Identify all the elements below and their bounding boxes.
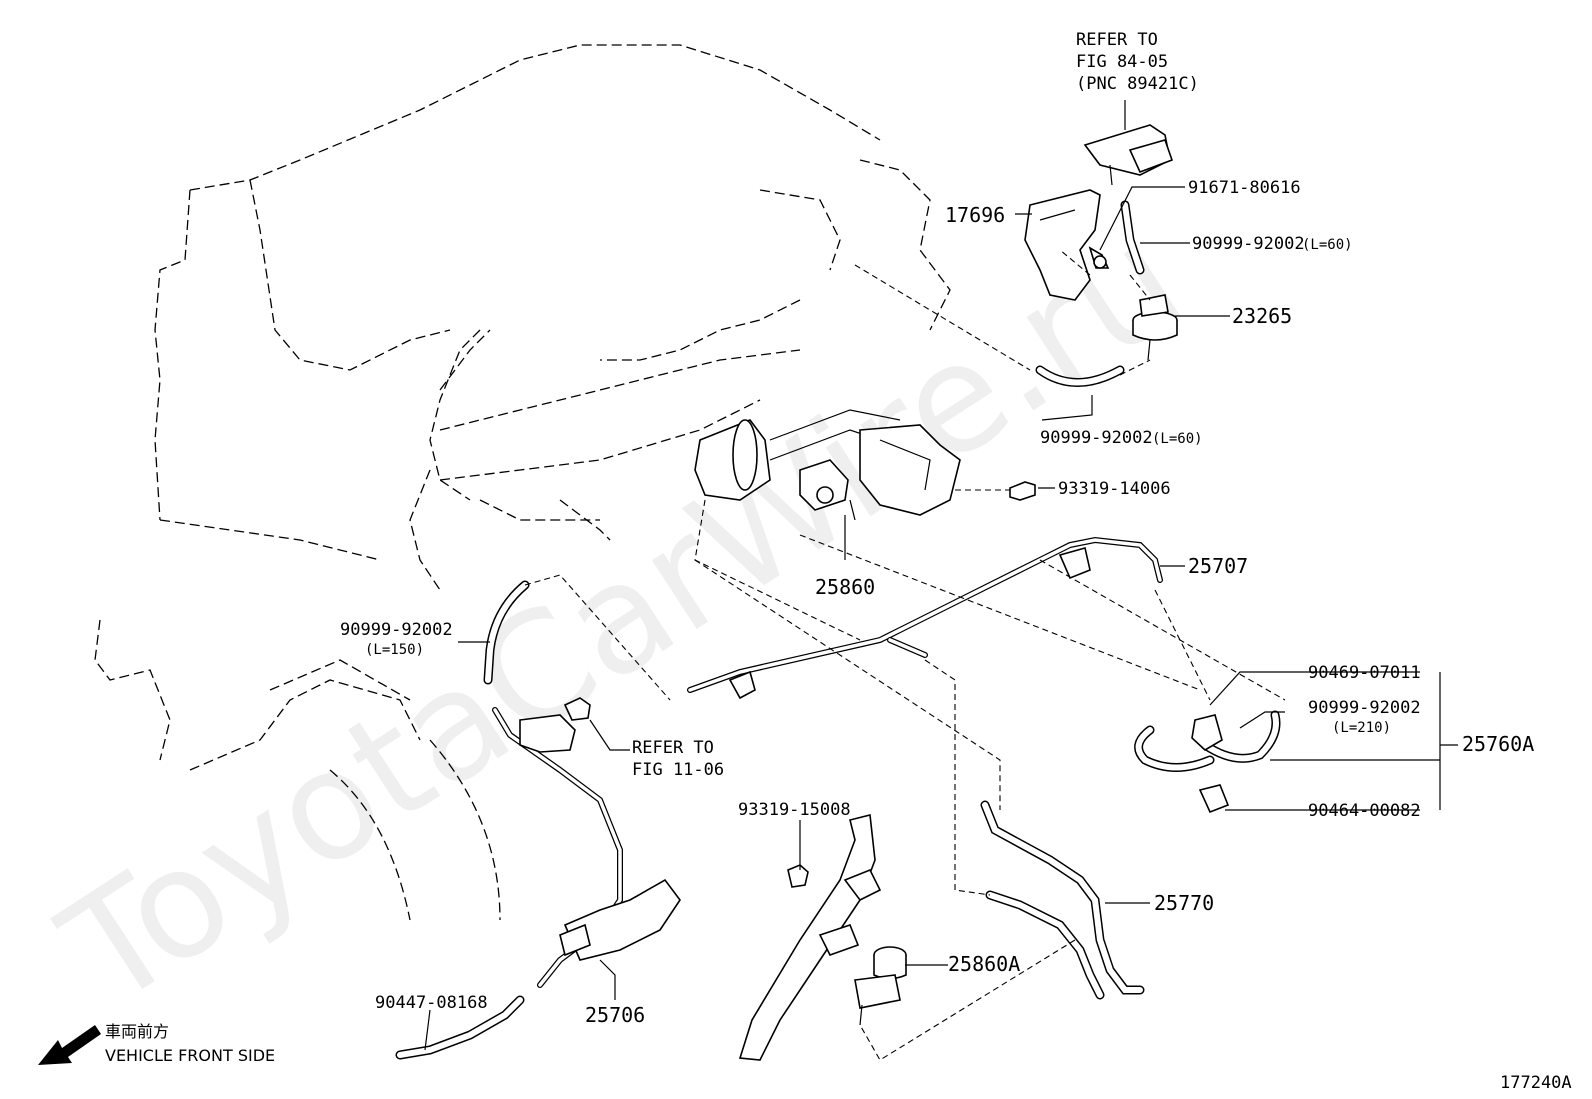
bolt-91671 xyxy=(1088,246,1110,269)
label-90999-left: 90999-92002 xyxy=(340,620,453,640)
label-90999-top-length: (L=60) xyxy=(1302,237,1353,253)
label-25707: 25707 xyxy=(1188,554,1248,578)
label-90999-mid-length: (L=60) xyxy=(1152,431,1203,447)
label-25770: 25770 xyxy=(1154,891,1214,915)
hose-assy-25760A xyxy=(1134,710,1281,814)
label-90999-right: 90999-92002 xyxy=(1308,698,1421,718)
label-23265: 23265 xyxy=(1232,304,1292,328)
label-90999-top: 90999-92002 xyxy=(1192,234,1305,254)
vsv-25860A xyxy=(854,946,907,1026)
label-25760A: 25760A xyxy=(1462,732,1534,756)
vsv-23265 xyxy=(1132,294,1178,361)
bracket-17696 xyxy=(1024,189,1101,301)
label-25706: 25706 xyxy=(585,1003,645,1027)
map-sensor xyxy=(1083,124,1174,186)
label-90999-mid: 90999-92002 xyxy=(1040,428,1153,448)
hose-25770 xyxy=(980,800,1145,1000)
hose-90999-mid xyxy=(1035,365,1125,387)
hose-90999-top xyxy=(1120,200,1145,275)
label-90469-07011: 90469-07011 xyxy=(1308,663,1421,683)
direction-note-japanese: 車両前方 xyxy=(105,1022,169,1041)
pipe-25706 xyxy=(492,707,681,988)
refer-mid-line1: REFER TO xyxy=(632,738,714,758)
bolt-93319-14006 xyxy=(1009,481,1036,501)
bracket-25860A xyxy=(738,814,882,1061)
hose-90447 xyxy=(395,995,525,1060)
label-90464-00082: 90464-00082 xyxy=(1308,801,1421,821)
label-90999-left-length: (L=150) xyxy=(365,642,424,658)
label-93319-14006: 93319-14006 xyxy=(1058,479,1171,499)
hose-90999-left xyxy=(483,580,530,685)
label-90999-right-length: (L=210) xyxy=(1332,720,1391,736)
front-arrow-icon xyxy=(38,1025,101,1065)
label-25860: 25860 xyxy=(815,575,875,599)
leader-lines xyxy=(424,100,1458,1051)
vehicle-front-indicator: 車両前方 VEHICLE FRONT SIDE xyxy=(38,1022,275,1065)
label-17696: 17696 xyxy=(945,203,1005,227)
engine-outline xyxy=(94,44,951,921)
refer-top-line1: REFER TO xyxy=(1076,30,1158,50)
connection-lines xyxy=(524,249,1286,1061)
label-93319-15008: 93319-15008 xyxy=(738,800,851,820)
egr-cluster xyxy=(694,409,961,521)
refer-mid-line2: FIG 11-06 xyxy=(632,760,724,780)
figure-code: 177240A xyxy=(1500,1073,1572,1093)
direction-note-english: VEHICLE FRONT SIDE xyxy=(105,1046,275,1065)
refer-top-line3: (PNC 89421C) xyxy=(1076,74,1199,94)
refer-top-line2: FIG 84-05 xyxy=(1076,52,1168,72)
bolt-refer-11-06 xyxy=(563,697,591,721)
label-25860A: 25860A xyxy=(948,952,1020,976)
label-90447-08168: 90447-08168 xyxy=(375,993,488,1013)
bolt-93319-15008 xyxy=(787,864,809,888)
label-91671-80616: 91671-80616 xyxy=(1188,178,1301,198)
